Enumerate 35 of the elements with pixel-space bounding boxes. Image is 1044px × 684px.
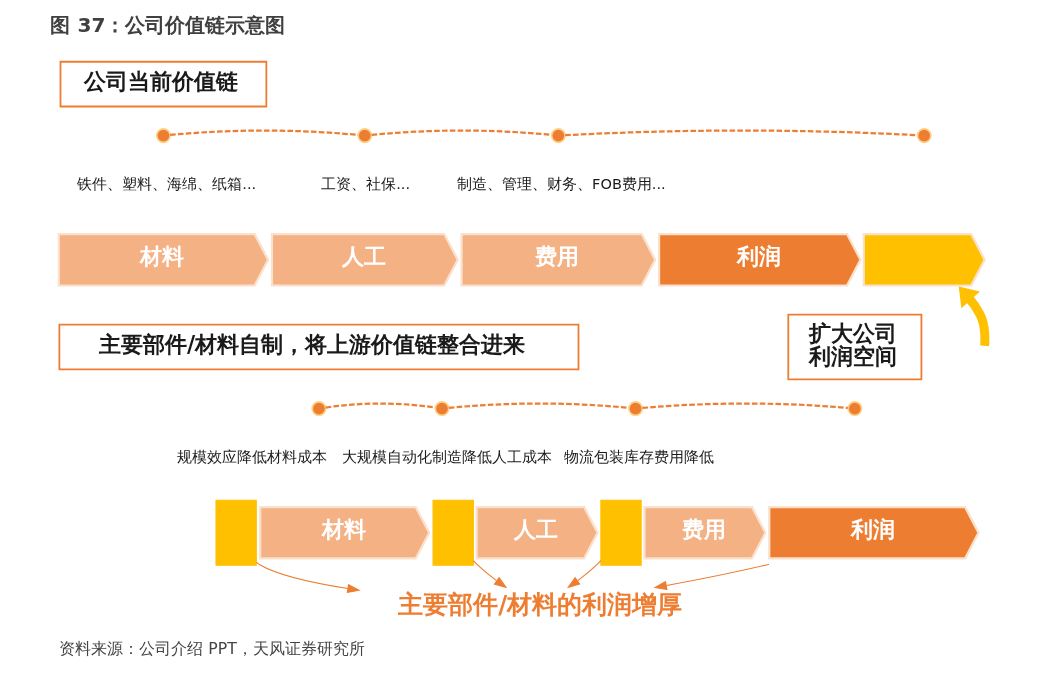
node-circle [357,128,373,144]
connector [371,129,552,136]
diagram-title: 图 37：公司价值链示意图 [50,12,286,37]
arrow [255,561,361,594]
connector [565,129,918,137]
arrow [958,286,990,347]
node-circle [434,401,450,417]
connector [642,402,848,410]
node-circle [847,401,863,417]
node-box: 公司当前价值链 [59,60,268,108]
node-circle [155,128,171,144]
arrow [653,563,770,591]
node-label: 规模效应降低材料成本 [176,448,327,465]
arrow [566,560,602,589]
node-label: 物流包装库存费用降低 [563,448,714,465]
connector [448,402,629,409]
connector [325,402,436,409]
node-bar [215,499,257,566]
node-circle [311,401,327,417]
node-bar [600,499,642,566]
node-label: 铁件、塑料、海绵、纸箱... [77,175,257,192]
node-label: 制造、管理、财务、FOB费用... [457,175,666,192]
node-bar [432,499,474,566]
node-box: 主要部件/材料自制，将上游价值链整合进来 [58,323,580,371]
connector [170,129,359,137]
node-circle [628,401,644,417]
node-circle [550,128,566,144]
node-chevron [862,232,986,287]
node-text: 主要部件/材料的利润增厚 [398,589,683,619]
node-circle [916,128,932,144]
arrow [472,560,508,589]
node-box: 扩大公司利润空间 [787,313,923,381]
caption: 资料来源：公司介绍 PPT，天风证券研究所 [59,638,365,658]
node-label: 工资、社保... [321,175,411,192]
node-label: 大规模自动化制造降低人工成本 [341,448,552,465]
